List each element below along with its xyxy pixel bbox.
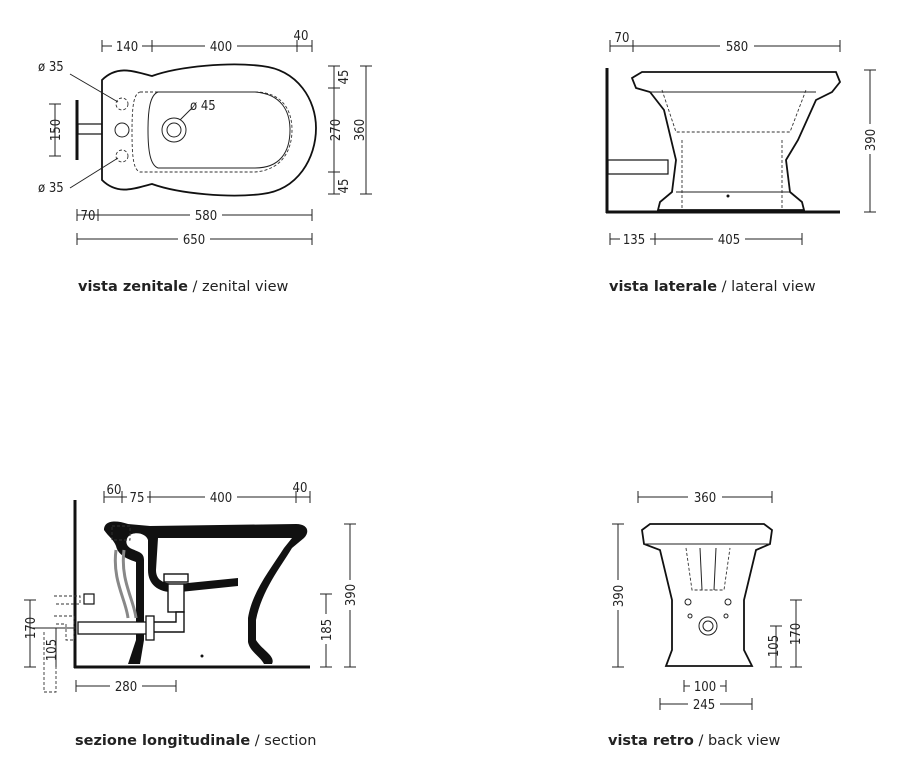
caption-light: / section (250, 733, 317, 749)
dim-label: 70 (615, 31, 630, 46)
caption-light: / zenital view (187, 279, 289, 295)
dim-label: 70 (81, 209, 96, 224)
dim-label: 580 (195, 209, 217, 224)
leader (69, 73, 119, 103)
drain-inner (166, 122, 182, 138)
bidet-side (630, 71, 842, 211)
basin-dashed (131, 91, 293, 173)
dim-label: 360 (694, 491, 716, 506)
leader (179, 107, 193, 121)
caption-bold: vista zenitale (78, 279, 188, 295)
tap-hole-center (114, 122, 130, 138)
dim-label: 40 (293, 481, 308, 496)
drain-plug (163, 573, 189, 583)
back-view: 360 390 105 170 100 245 (610, 490, 804, 713)
dim-label: 390 (344, 584, 359, 606)
drain-outer (161, 117, 187, 143)
foot-dashed (681, 140, 783, 208)
section-view: 60 75 400 40 390 185 170 105 280 (24, 481, 359, 695)
dim-label: ø 35 (38, 181, 64, 196)
dim-label: 45 (337, 179, 352, 194)
dim-label: 400 (210, 40, 232, 55)
bidet-outline (101, 63, 317, 197)
dim-label: 390 (612, 585, 627, 607)
caption-lateral: vista laterale / lateral view (609, 279, 816, 295)
dim-label: 360 (353, 119, 368, 141)
dim-label: 40 (294, 29, 309, 44)
caption-bold: vista retro (608, 733, 694, 749)
dim-label: ø 35 (38, 60, 64, 75)
pipe (77, 123, 103, 135)
dim-label: 140 (116, 40, 138, 55)
drain-pipe (167, 583, 185, 613)
caption-back: vista retro / back view (608, 733, 780, 749)
overflow-dashed (111, 525, 131, 541)
drain-outer (698, 616, 718, 636)
caption-zenital: vista zenitale / zenital view (78, 279, 288, 295)
leader (69, 157, 119, 189)
dim-label: 150 (49, 119, 64, 141)
dim-label: 185 (320, 619, 335, 641)
section-body (104, 521, 308, 664)
dim-label: 170 (789, 623, 804, 645)
dim-label: 245 (693, 698, 715, 713)
bidet-back (641, 523, 773, 667)
hose (121, 549, 138, 619)
caption-light: / lateral view (717, 279, 816, 295)
dim-label: 135 (623, 233, 645, 248)
dim-label: 270 (329, 119, 344, 141)
valve (83, 593, 95, 605)
waste-pipe (77, 621, 151, 635)
hose (113, 549, 130, 619)
basin-dashed (661, 89, 807, 133)
tap-hole-bottom (115, 149, 129, 163)
dim-label: 45 (337, 70, 352, 85)
pipe (607, 159, 669, 175)
dim-label: 405 (718, 233, 740, 248)
dim-label: 580 (726, 40, 748, 55)
tap-hole-top (115, 97, 129, 111)
dim-label: 650 (183, 233, 205, 248)
caption-bold: vista laterale (609, 279, 718, 295)
dim-label: 60 (107, 483, 122, 498)
dim-label: 105 (767, 635, 782, 657)
dim-label: 400 (210, 491, 232, 506)
dim-label: 100 (694, 680, 716, 695)
dim-label: 75 (130, 491, 145, 506)
lateral-view: 70 580 390 135 405 (605, 31, 879, 248)
caption-section: sezione longitudinale / section (75, 733, 317, 749)
zenital-view: 140 400 40 ø 35 ø 35 ø 45 150 45 270 360… (38, 29, 372, 248)
caption-bold: sezione longitudinale (75, 733, 251, 749)
basin-rim (147, 91, 291, 169)
dim-label: 105 (45, 639, 60, 661)
dim-label: 390 (864, 129, 879, 151)
caption-light: / back view (693, 733, 781, 749)
dim-label: ø 45 (190, 99, 216, 114)
dim-label: 280 (115, 680, 137, 695)
basin-dashed (685, 547, 731, 591)
